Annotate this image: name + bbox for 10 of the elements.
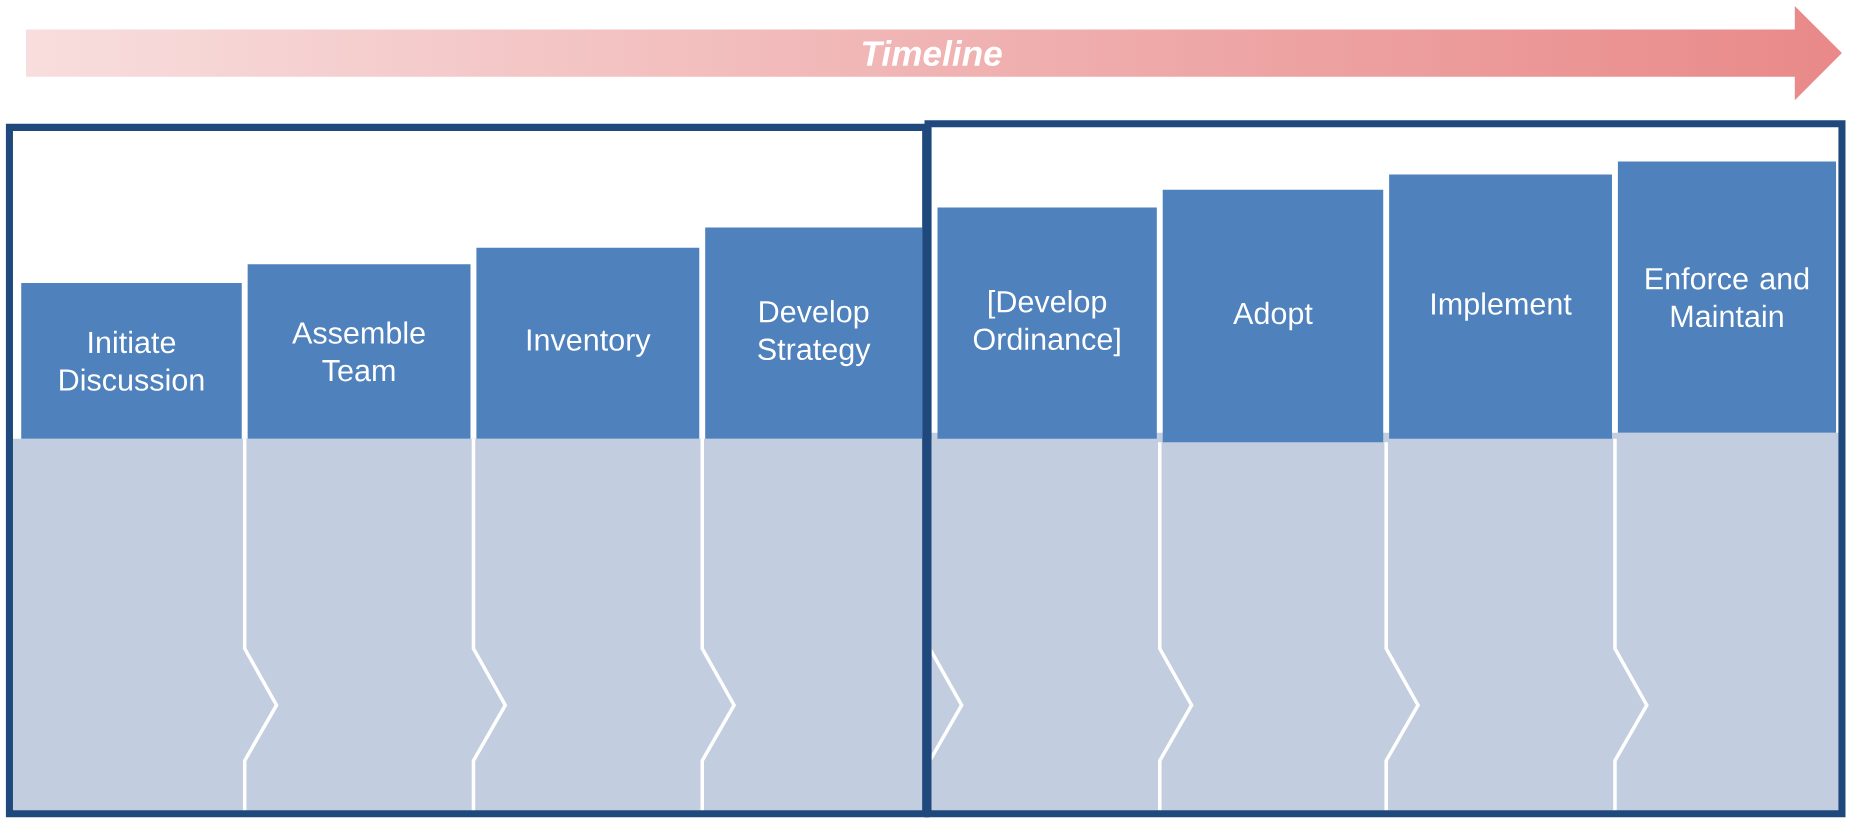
step-box: [Develop Ordinance] [937, 207, 1157, 439]
timeline-arrow: Timeline [862, 40, 1002, 67]
step-box: Assemble Team [247, 264, 471, 439]
step-box: Enforce and Maintain [1617, 161, 1837, 433]
phase-frame [924, 120, 1846, 818]
step-box: Implement [1389, 174, 1612, 439]
step-box: Initiate Discussion [21, 283, 242, 439]
step-box: Adopt [1162, 190, 1384, 443]
step-box: Inventory [476, 247, 700, 439]
step-box: Develop Strategy [705, 227, 923, 439]
